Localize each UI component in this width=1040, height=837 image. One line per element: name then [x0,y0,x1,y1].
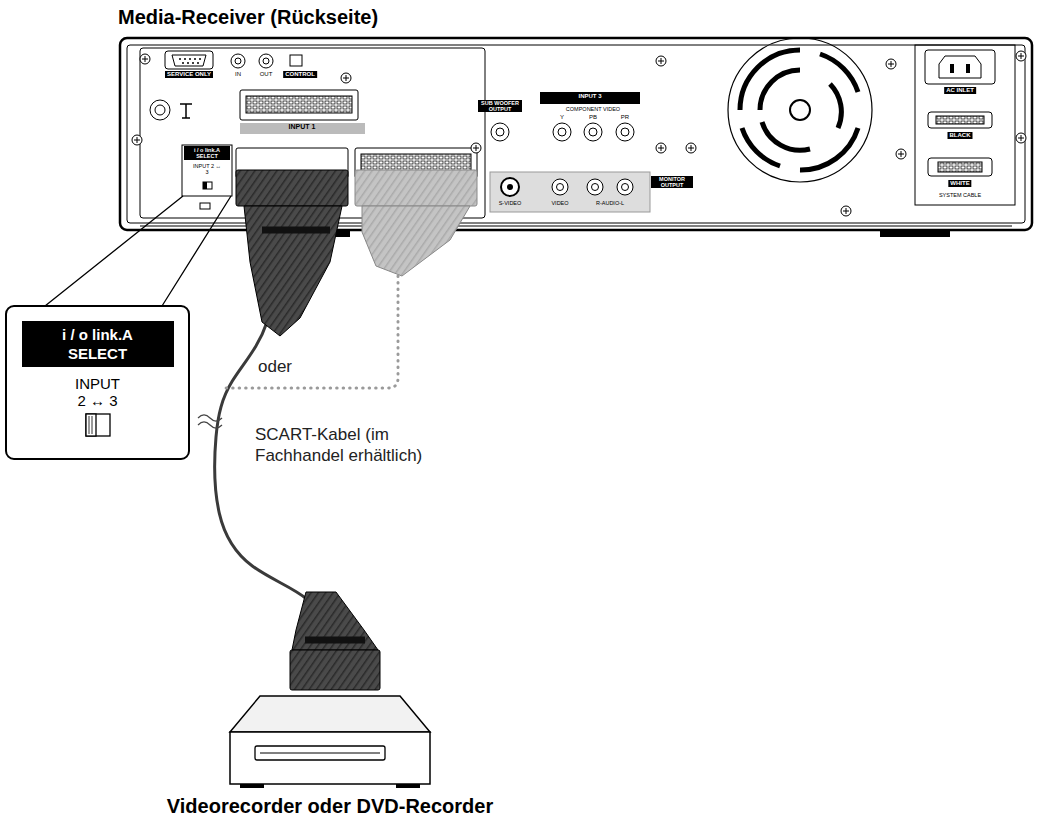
port-label: Y [560,114,564,121]
port-label: SYSTEM CABLE [939,192,981,198]
leader-line [45,196,231,306]
cable-label: SCART-Kabel (im Fachhandel erhältlich) [255,424,455,466]
alternative-note: oder [256,358,294,377]
port-label: PB [589,114,597,121]
port-label: SERVICE ONLY [165,71,213,78]
port-label: BLACK [948,132,973,139]
port-label: OUT [260,71,273,78]
switch-label: INPUT 2 ↔ 3 [193,163,221,175]
port-label: S-VIDEO [499,200,522,206]
switch-label: i / o link.A SELECT [185,147,229,159]
recorder-illustration [160,690,500,790]
scart-plug-alternative [224,170,477,388]
port-label: AC INLET [944,87,976,94]
scart-plug [290,592,380,690]
callout-box: i / o link.A SELECT INPUT 2 ↔ 3 [5,305,190,460]
port-label: MONITOR OUTPUT [651,176,693,188]
node-heading: Videorecorder oder DVD-Recorder [160,794,500,818]
scart-plug [236,170,348,336]
port-label: INPUT 3 [576,93,603,100]
port-label: INPUT 1 [286,123,319,131]
port-label: IN [235,71,241,78]
port-label: R-AUDIO-L [596,200,624,206]
recorder-device: Videorecorder oder DVD-Recorder [160,690,500,824]
node-heading: Media-Receiver (Rückseite) [118,5,1034,29]
port-label: COMPONENT VIDEO [566,106,620,112]
port-label: VIDEO [551,200,568,206]
switch-symbol [86,414,110,436]
node-heading: i / o link.A SELECT [22,321,174,367]
port-label: PR [621,114,629,121]
port-label: WHITE [948,180,971,187]
node-text: INPUT 2 ↔ 3 [70,375,126,409]
break-mark [198,415,222,428]
port-label: SUB WOOFER OUTPUT [478,100,522,112]
device-panel: Media-Receiver (Rückseite) [118,5,1034,233]
port-label: CONTROL [283,71,317,78]
